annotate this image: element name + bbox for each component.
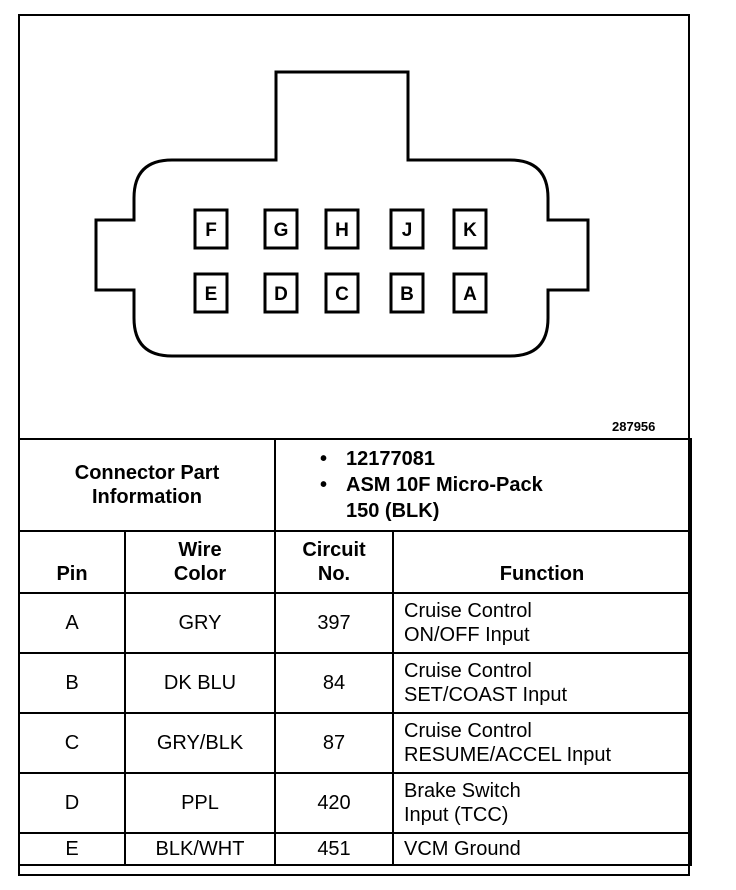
cell-circuit: 451 (274, 832, 394, 866)
cell-color: BLK/WHT (124, 832, 276, 866)
pin-label: B (400, 284, 414, 305)
connector-housing-outline (94, 70, 590, 358)
pin-label: K (463, 220, 477, 241)
pin-cavity-b: B (389, 272, 425, 314)
cell-circuit: 84 (274, 652, 394, 714)
table-row: E BLK/WHT 451 VCM Ground (18, 832, 693, 866)
pin-label: H (335, 220, 349, 241)
cell-pin: B (18, 652, 126, 714)
part-info-row: Connector Part Information 12177081 ASM … (18, 438, 693, 532)
pin-cavity-h: H (324, 208, 360, 250)
connector-diagram: F G H J K E D C B A (94, 70, 590, 358)
cell-pin: D (18, 772, 126, 834)
part-number-item: 12177081 (320, 446, 690, 472)
cell-circuit: 397 (274, 592, 394, 654)
part-info-values: 12177081 ASM 10F Micro-Pack 150 (BLK) (273, 438, 693, 532)
pin-cavity-a: A (452, 272, 488, 314)
pin-cavity-d: D (263, 272, 299, 314)
connector-table: Connector Part Information 12177081 ASM … (18, 438, 693, 866)
header-row: Pin Wire Color Circuit No. Function (18, 530, 693, 594)
header-wire-color: Wire Color (124, 530, 276, 594)
pin-label: F (205, 220, 217, 241)
header-circuit-no: Circuit No. (274, 530, 394, 594)
header-function: Function (391, 530, 693, 594)
pin-label: E (205, 284, 218, 305)
header-pin: Pin (18, 530, 126, 594)
pin-cavity-k: K (452, 208, 488, 250)
pin-label: G (274, 220, 289, 241)
pin-cavity-g: G (263, 208, 299, 250)
cell-color: PPL (124, 772, 276, 834)
figure-id: 287956 (612, 419, 656, 434)
pin-cavity-j: J (389, 208, 425, 250)
pin-cavity-f: F (193, 208, 229, 250)
pin-cavity-c: C (324, 272, 360, 314)
cell-color: GRY (124, 592, 276, 654)
cell-circuit: 87 (274, 712, 394, 774)
part-info-label-line2: Information (92, 486, 202, 508)
cell-color: DK BLU (124, 652, 276, 714)
part-info-label-line1: Connector Part (74, 462, 220, 484)
part-description-item: ASM 10F Micro-Pack 150 (BLK) (320, 472, 690, 524)
cell-pin: A (18, 592, 126, 654)
cell-circuit: 420 (274, 772, 394, 834)
cell-pin: E (18, 832, 126, 866)
pin-label: C (335, 284, 349, 305)
cell-function: VCM Ground (391, 832, 693, 866)
cell-pin: C (18, 712, 126, 774)
pin-cavity-e: E (193, 272, 229, 314)
part-info-label: Connector Part Information (18, 438, 276, 532)
pin-label: D (274, 284, 288, 305)
pin-label: A (463, 284, 477, 305)
cell-color: GRY/BLK (124, 712, 276, 774)
pin-label: J (402, 220, 413, 241)
